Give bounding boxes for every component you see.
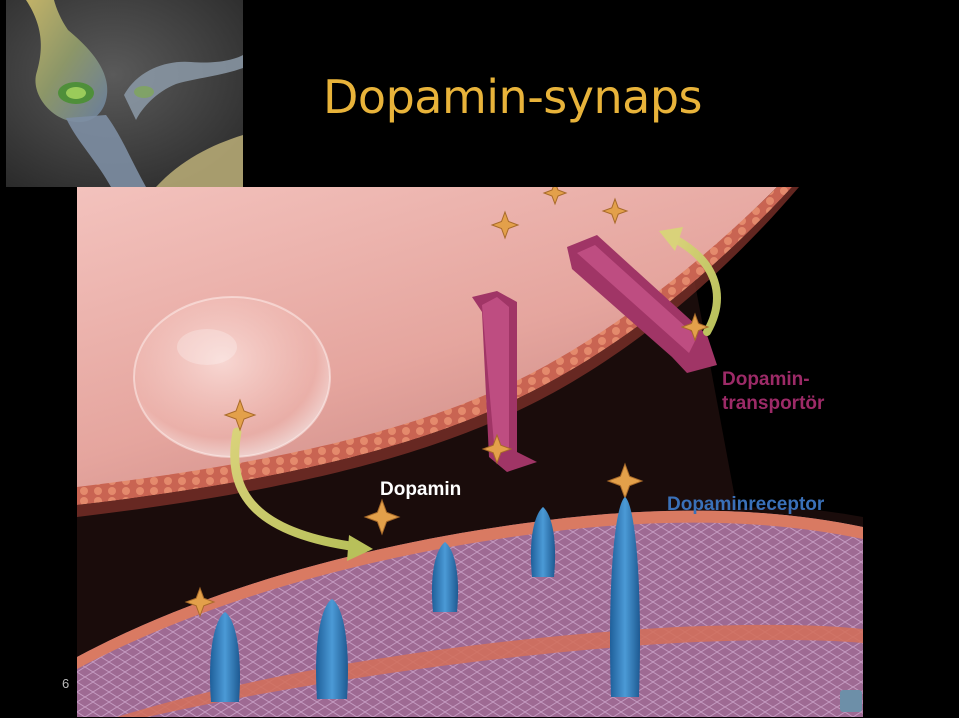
transporter-label-line-2: transportör	[722, 393, 825, 414]
dopamine-molecule	[490, 210, 520, 240]
transporter-right	[567, 235, 717, 373]
transporter-label: Dopamin- transportör	[722, 368, 824, 416]
dopamine-receptor	[530, 507, 556, 577]
dopamine-receptor	[609, 497, 641, 697]
dopamine-molecule	[363, 498, 401, 536]
dopamine-receptor	[316, 599, 348, 699]
dopamine-label: Dopamin	[380, 479, 462, 500]
dopamine-receptor	[431, 542, 459, 612]
neuron-synapse-image	[6, 0, 243, 187]
slide-title: Dopamin-synaps	[323, 70, 703, 124]
dopamine-molecule	[223, 398, 257, 432]
dopamine-molecule	[481, 433, 513, 465]
dopamine-molecule	[184, 586, 216, 618]
dopamine-molecule	[542, 187, 568, 206]
dopamine-molecules	[184, 187, 710, 618]
dopamine-receptors	[209, 497, 641, 702]
transporter-label-line-1: Dopamin-	[722, 369, 810, 390]
dopamine-receptor	[209, 612, 241, 702]
corner-logo-icon	[840, 690, 862, 712]
synapse-illustration	[77, 187, 863, 717]
dopamine-molecule	[601, 197, 629, 225]
slide-number: 6	[62, 676, 70, 691]
transporter-left	[472, 291, 537, 472]
dopamine-molecule	[680, 312, 710, 342]
receptor-label: Dopaminreceptor	[667, 494, 825, 515]
